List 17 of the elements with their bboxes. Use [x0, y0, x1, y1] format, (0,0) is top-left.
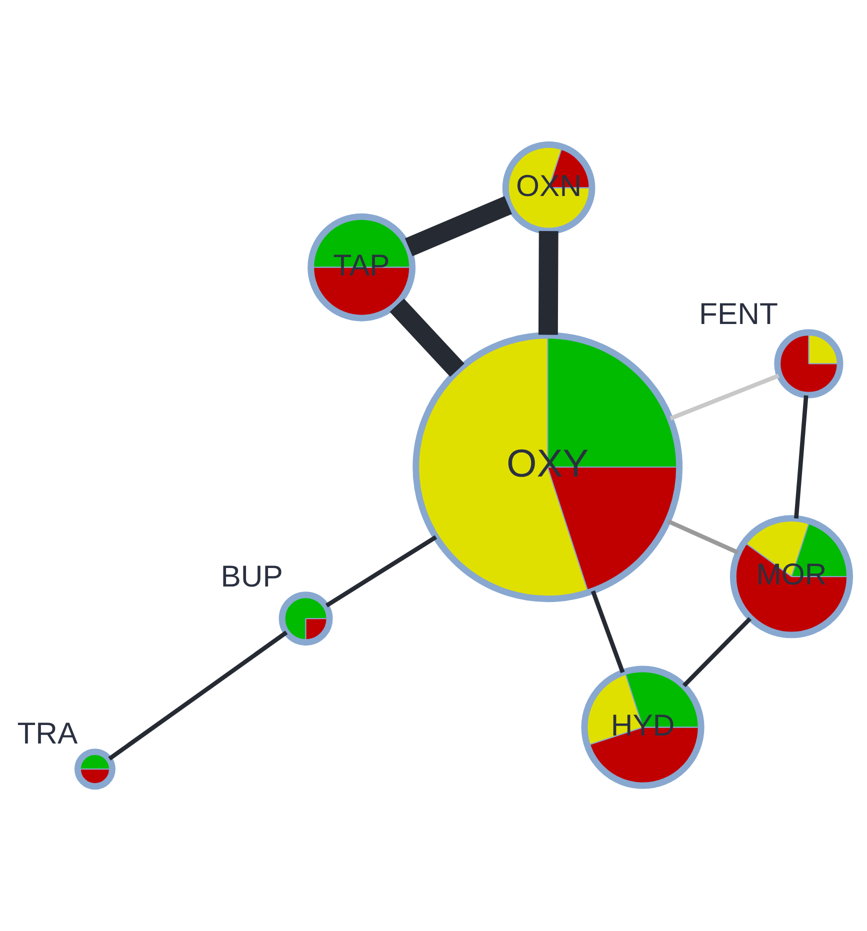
node-circle — [278, 592, 333, 646]
node-circle — [74, 748, 116, 790]
connector — [682, 617, 752, 688]
connector — [590, 590, 625, 674]
connector — [108, 630, 288, 760]
node-circle: HYD — [581, 666, 704, 789]
connector — [325, 535, 438, 608]
node-circle: OXY — [412, 332, 683, 602]
connector — [794, 395, 808, 519]
node-label: BUP — [220, 560, 283, 594]
node-label: TRA — [17, 718, 78, 751]
connector — [390, 298, 464, 377]
node-circle: TAP — [308, 213, 416, 322]
connector — [538, 231, 558, 335]
node-label: FENT — [699, 298, 778, 332]
connector — [670, 374, 780, 420]
connector — [667, 519, 739, 554]
